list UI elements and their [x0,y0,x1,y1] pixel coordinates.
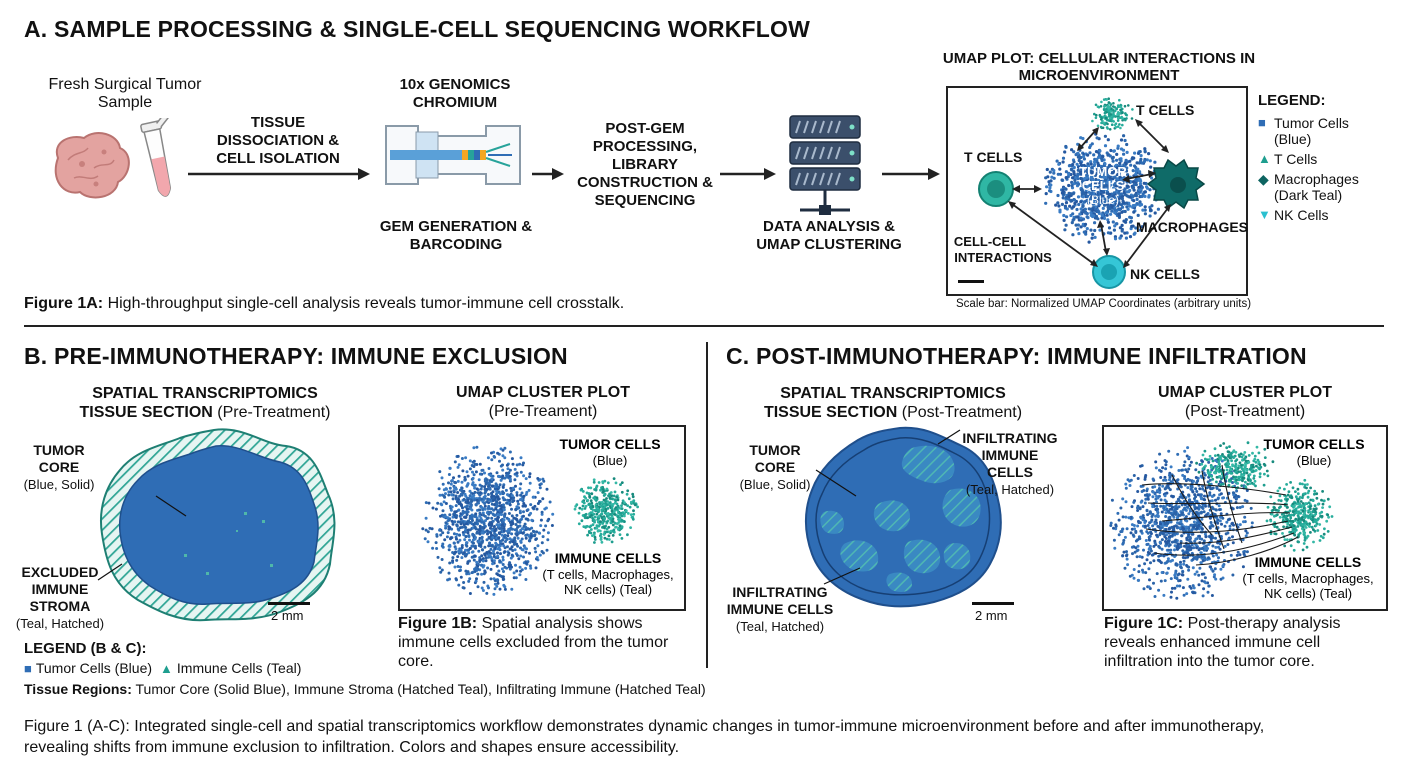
section-a-title: A. SAMPLE PROCESSING & SINGLE-CELL SEQUE… [24,16,811,42]
scale-bar-post [972,602,1014,605]
arrow-2 [532,168,564,180]
umap-scale-bar [958,280,984,283]
scale-bar-pre [268,602,310,605]
excluded-stroma-label: EXCLUDED IMMUNE STROMA (Teal, Hatched) [15,564,105,631]
legend-bc-tumor: Tumor Cells (Blue) [35,660,153,676]
section-b-title: B. PRE-IMMUNOTHERAPY: IMMUNE EXCLUSION [24,343,568,369]
umap-tumor-label: TUMOR [1079,164,1127,179]
immune-cell-cluster-top [1195,441,1275,490]
data-analysis-label: DATA ANALYSIS & UMAP CLUSTERING [756,218,902,253]
scale-label-pre: 2 mm [271,608,304,623]
scale-label-post: 2 mm [975,608,1008,623]
step-dissociation-label: TISSUE DISSOCIATION & CELL ISOLATION [216,114,340,167]
legend-a: LEGEND: ■ Tumor Cells(Blue) ▲ T Cells ◆ … [1258,92,1404,223]
tissue-regions-note: Tissue Regions: Tumor Core (Solid Blue),… [24,681,706,697]
server-icon [789,115,861,215]
interaction-arrows [1011,121,1169,265]
umap-pre-tumor-label: TUMOR CELLS [559,436,660,452]
tissue-section-pre [97,428,336,622]
chromium-title: 10x GENOMICS CHROMIUM [399,76,511,111]
umap-post-immune-label: IMMUNE CELLS [1255,554,1362,570]
arrow-4 [882,168,940,180]
umap-pre-title: UMAP CLUSTER PLOT [456,384,630,401]
footer-line-2: revealing shifts from immune exclusion t… [24,739,680,756]
umap-t-cells-left-label: T CELLS [964,149,1022,165]
umap-scale-note: Scale bar: Normalized UMAP Coordinates (… [956,298,1252,310]
umap-macrophages-label: MACROPHAGES [1136,219,1248,235]
arrow-3 [720,168,776,180]
tumor-cell-cluster [1044,132,1164,244]
legend-item-macrophages: ◆ Macrophages(Dark Teal) [1258,171,1359,203]
figure-1a-caption: Figure 1A: High-throughput single-cell a… [24,295,625,312]
tumor-core-post-label: TUMOR CORE (Blue, Solid) [739,442,811,492]
divider-horizontal [24,325,1384,327]
t-cell-cluster [1091,97,1134,131]
triangle-down-icon: ▼ [1258,207,1271,222]
post-gem-label: POST-GEM PROCESSING, LIBRARY CONSTRUCTIO… [577,120,713,209]
umap-post-subtitle: (Post-Treatment) [1184,403,1306,420]
umap-tumor-label-3: (Blue) [1087,193,1119,207]
figure-1c-caption: Figure 1C: Post-therapy analysis reveals… [1104,615,1341,670]
legend-bc-immune: Immune Cells (Teal) [176,660,302,676]
figure-1b-caption: Figure 1B: Spatial analysis shows immune… [398,615,669,670]
umap-post-plot: TUMOR CELLS (Blue) IMMUNE CELLS (T cells… [1102,425,1388,611]
spatial-pre-title: SPATIAL TRANSCRIPTOMICS TISSUE SECTION (… [79,385,331,421]
legend-a-title: LEGEND: [1258,92,1326,109]
tumor-sample-icon [54,118,173,199]
legend-item-nk-cells: ▼ NK Cells [1258,207,1329,223]
tissue-section-post [805,426,1002,608]
interaction-lines [1141,464,1299,566]
umap-tumor-label-2: CELLS [1082,178,1125,193]
umap-pre-subtitle: (Pre-Treament) [488,403,598,420]
umap-pre-tumor-sub: (Blue) [593,453,628,468]
umap-t-cells-top-label: T CELLS [1136,102,1194,118]
umap-interactions-plot: TUMOR CELLS (Blue) T CELLS T CELLS MACRO… [946,86,1248,296]
infiltrating-bottom-label: INFILTRATING IMMUNE CELLS (Teal, Hatched… [726,584,834,634]
umap-post-tumor-label: TUMOR CELLS [1263,436,1364,452]
umap-post-tumor-sub: (Blue) [1297,453,1332,468]
square-icon: ■ [24,660,32,676]
section-c-title: C. POST-IMMUNOTHERAPY: IMMUNE INFILTRATI… [726,343,1307,369]
umap-pre-immune-label: IMMUNE CELLS [555,550,662,566]
legend-bc-title: LEGEND (B & C): [24,640,147,657]
triangle-icon: ▲ [1258,151,1271,166]
arrow-1 [188,168,370,180]
umap-post-immune-sub1: (T cells, Macrophages, [1242,571,1373,586]
tumor-cell-cluster [421,445,555,596]
footer-line-1: Figure 1 (A-C): Integrated single-cell a… [24,718,1265,735]
legend-item-tumor: ■ Tumor Cells(Blue) [1258,115,1349,147]
diamond-icon: ◆ [1258,171,1269,187]
gem-label: GEM GENERATION & BARCODING [379,218,533,253]
tumor-core-pre-label: TUMOR CORE (Blue, Solid) [23,442,95,492]
legend-item-t-cells: ▲ T Cells [1258,151,1318,167]
immune-cell-cluster [1265,478,1334,552]
chromium-chip-icon [385,125,521,185]
infiltrating-top-label: INFILTRATING IMMUNE CELLS (Teal, Hatched… [962,430,1058,497]
umap-nk-cells-label: NK CELLS [1130,266,1200,282]
sample-label: Fresh Surgical Tumor Sample [48,76,202,111]
umap-interactions-label-2: INTERACTIONS [954,250,1052,265]
umap-interactions-title: UMAP PLOT: CELLULAR INTERACTIONS IN MICR… [942,50,1256,84]
umap-pre-immune-sub1: (T cells, Macrophages, [542,567,673,582]
divider-vertical [706,342,708,668]
legend-bc-items: ■ Tumor Cells (Blue) ▲ Immune Cells (Tea… [24,660,301,676]
spatial-post-title: SPATIAL TRANSCRIPTOMICS TISSUE SECTION (… [763,385,1023,421]
umap-post-immune-sub2: NK cells) (Teal) [1264,586,1352,601]
umap-interactions-label: CELL-CELL [954,234,1026,249]
umap-pre-immune-sub2: NK cells) (Teal) [564,582,652,597]
umap-post-title: UMAP CLUSTER PLOT [1158,384,1332,401]
immune-cell-cluster [573,477,639,544]
umap-pre-plot: TUMOR CELLS (Blue) IMMUNE CELLS (T cells… [398,425,686,611]
figure-footer-caption: Figure 1 (A-C): Integrated single-cell a… [24,716,1394,758]
square-icon: ■ [1258,115,1266,130]
triangle-icon: ▲ [160,660,173,676]
